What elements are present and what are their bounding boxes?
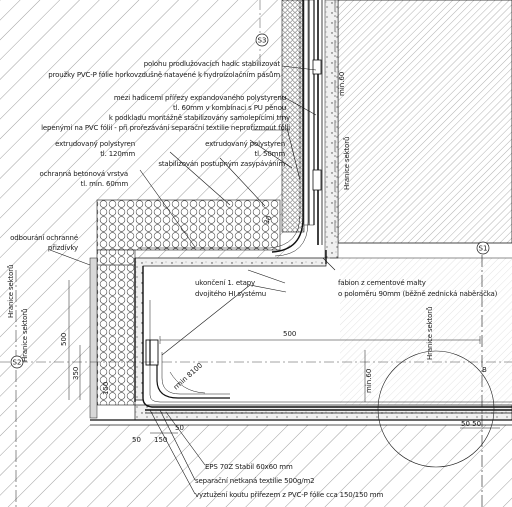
label-glued-pvc: lepenými na PVC fólii - při prořezávání … — [41, 124, 290, 132]
label-stabilized-pins: k podkladu montážně stabilizovány samole… — [109, 114, 290, 122]
marker-s2: S2 — [10, 355, 24, 369]
marker-b: B — [482, 366, 487, 374]
hose-vertical — [312, 59, 322, 191]
dim-150-bottom: 150 — [154, 436, 167, 444]
label-xps-1: extrudovaný polystyren — [55, 140, 135, 148]
dim-min60-upper: min.60 — [338, 72, 346, 96]
dim-rmin: rmin 8100 — [172, 361, 204, 391]
leader-lines — [49, 65, 336, 495]
marker-s1: S1 — [476, 241, 490, 255]
label-xps-2-thickness: tl. 50mm — [255, 150, 286, 158]
label-pvc-strips: proužky PVC-P fólie horkovzdušně nataven… — [48, 71, 280, 79]
label-sector-left-lower: Hranice sektorů — [21, 309, 29, 362]
dim-150-vertical: 150 — [102, 382, 110, 395]
label-eps-stabil: EPS 70Z Stabil 60x60 mm — [205, 463, 293, 471]
label-xps-1-thickness: tl. 120mm — [100, 150, 135, 158]
label-double-system: dvojitého HI systému — [195, 290, 266, 298]
dim-500-horizontal: 500 — [283, 330, 296, 338]
annotation-labels: polohu prodlužovacích hadic stabilizovat… — [10, 60, 498, 499]
label-sector-right-middle: Hranice sektorů — [426, 307, 434, 360]
marker-s3: S3 — [255, 33, 269, 47]
stub-lower-left — [145, 339, 159, 366]
dim-50-50: 50 50 — [461, 420, 481, 428]
dim-30: 30 — [263, 214, 274, 225]
dim-500-vertical: 500 — [60, 333, 68, 346]
label-protective-concrete-thickness: tl. min. 60mm — [81, 180, 129, 188]
svg-text:S2: S2 — [13, 359, 22, 367]
slab-lower — [90, 404, 512, 426]
label-sector-left: Hranice sektorů — [7, 265, 15, 318]
detail-circle — [377, 350, 495, 468]
dim-min60: min.60 — [365, 369, 373, 393]
eps-column-vertical — [281, 0, 323, 245]
dim-50-a: 50 — [175, 424, 184, 432]
concrete-wall-upper — [324, 0, 512, 259]
label-hose-position: polohu prodlužovacích hadic stabilizovat — [144, 60, 281, 68]
label-fabion: fabion z cementové malty — [338, 279, 426, 287]
eps-block-upper-left — [96, 199, 281, 406]
label-corner-reinforcement: vyztužení koutu přířezem z PVC-P fólie c… — [195, 491, 383, 499]
svg-text:S3: S3 — [258, 37, 267, 45]
label-fabion-radius: o poloměru 90mm (běžně zednická naběračk… — [338, 290, 498, 298]
dim-50-b: 50 — [132, 436, 141, 444]
dim-350-vertical: 350 — [72, 367, 80, 380]
label-eps-between-hoses: mezi hadicemi přířezy expandovaného poly… — [114, 94, 286, 102]
label-protective-concrete: ochranná betonová vrstva — [39, 170, 128, 178]
label-separation-textile: separační netkaná textilie 500g/m2 — [195, 477, 315, 485]
membrane-layers — [134, 0, 512, 408]
label-removal: odbourání ochranné — [10, 234, 78, 242]
svg-text:S1: S1 — [479, 245, 488, 253]
structure-lower — [330, 257, 512, 408]
label-removal-2: přizdívky — [48, 244, 78, 252]
label-backfill: stabilizován postupným zasypáváním — [158, 160, 285, 168]
label-stage-end: ukončení 1. etapy — [195, 279, 255, 287]
label-xps-2: extrudovaný polystyren — [205, 140, 285, 148]
dimension-lines — [68, 280, 500, 434]
label-sector-right-upper: Hranice sektorů — [343, 137, 351, 190]
sector-labels: Hranice sektorů Hranice sektorů Hranice … — [7, 137, 434, 362]
label-60mm-pu: tl. 60mm v kombinaci s PU pěnou — [173, 104, 286, 112]
